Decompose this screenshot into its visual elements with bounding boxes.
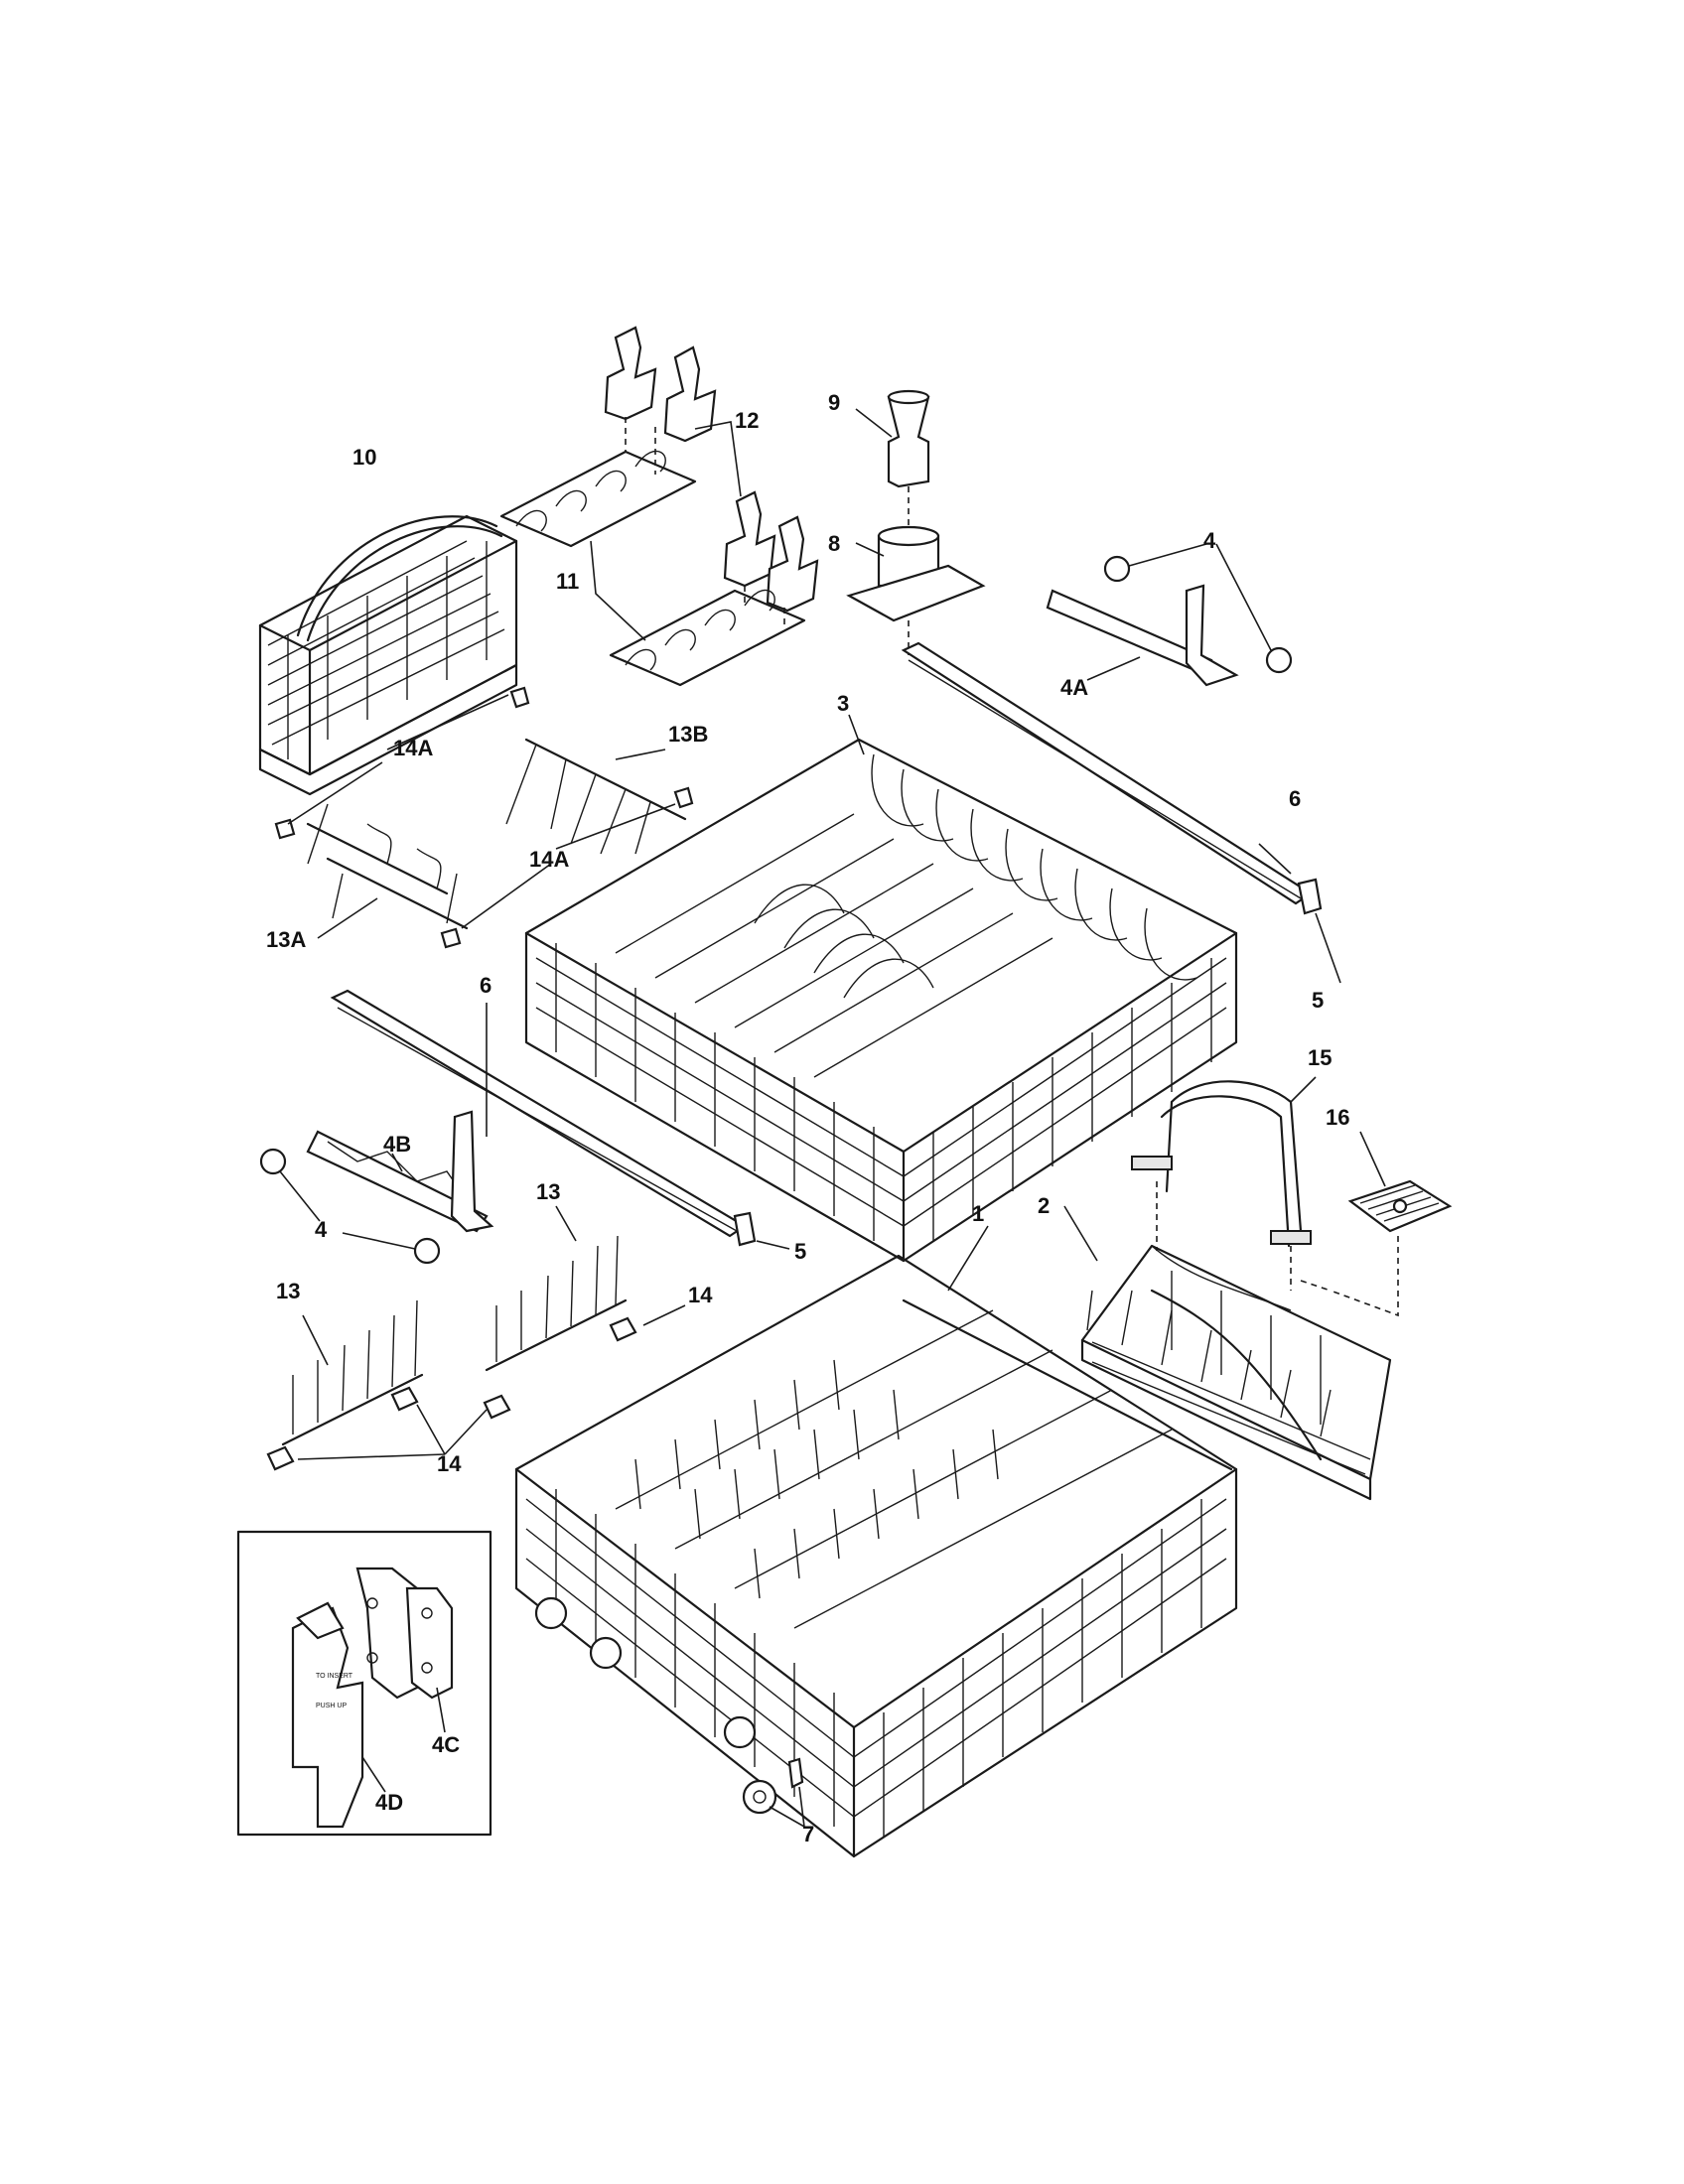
callout-13-mid: 13 (536, 1179, 560, 1204)
callout-14A-top: 14A (393, 736, 433, 760)
callout-14-right: 14 (688, 1283, 713, 1307)
callout-16: 16 (1326, 1105, 1349, 1130)
svg-text:PUSH UP: PUSH UP (316, 1703, 347, 1709)
part-6-rail-right (901, 641, 1341, 984)
part-13-tine-row-mid (485, 1205, 628, 1372)
part-14A-ends (287, 694, 676, 929)
callout-2: 2 (1038, 1193, 1050, 1218)
part-11-racks (499, 417, 806, 687)
callout-6-right: 6 (1289, 786, 1301, 811)
part-13B-tine-row (505, 686, 694, 855)
part-8-hub (846, 486, 986, 655)
callout-13-left: 13 (276, 1279, 300, 1303)
part-1-lower-rack (514, 1225, 1238, 1858)
part-6-rail-left (330, 989, 790, 1250)
part-16-tag (1330, 1131, 1453, 1317)
callout-7: 7 (802, 1822, 814, 1846)
callout-4B: 4B (383, 1132, 411, 1157)
callout-4A: 4A (1060, 675, 1088, 700)
callout-13A: 13A (266, 927, 306, 952)
callout-1: 1 (972, 1201, 984, 1226)
callout-3: 3 (837, 691, 849, 716)
svg-text:TO INSERT: TO INSERT (316, 1673, 353, 1680)
callout-5-right: 5 (1312, 988, 1324, 1013)
part-10-silverware-basket (258, 514, 518, 796)
part-14-clips (266, 1304, 686, 1471)
part-13A-tine-row (274, 803, 469, 949)
callout-10: 10 (352, 445, 376, 470)
callout-4C: 4C (432, 1732, 460, 1757)
part-2-basket (1063, 1181, 1392, 1501)
callout-4-top: 4 (1203, 528, 1216, 553)
part-4B-adjuster (259, 1110, 494, 1265)
callout-4D: 4D (375, 1790, 403, 1815)
part-12-clips (604, 326, 819, 613)
callout-14A-mid: 14A (529, 847, 569, 872)
part-13-tine-row-left (281, 1299, 424, 1446)
callout-11: 11 (556, 569, 579, 594)
callout-9: 9 (828, 390, 840, 415)
callout-6-left: 6 (480, 973, 491, 998)
part-4A-adjuster (1046, 543, 1293, 687)
callout-13B: 13B (668, 722, 708, 747)
part-3-upper-rack (524, 714, 1238, 1263)
callout-5-mid: 5 (794, 1239, 806, 1264)
callout-8: 8 (828, 531, 840, 556)
callout-15: 15 (1308, 1045, 1332, 1070)
part-15-handle (1131, 1076, 1317, 1248)
callout-12: 12 (735, 408, 759, 433)
callout-labels: 1 2 3 4 4 4A 4B 4C 4D 5 5 6 6 7 8 9 10 1… (266, 390, 1349, 1846)
inset-box: TO INSERT PUSH UP (236, 1530, 492, 1837)
callout-4-left: 4 (315, 1217, 328, 1242)
part-9-cap (855, 389, 930, 488)
callout-14-bottom: 14 (437, 1451, 462, 1476)
part-7-wheel (742, 1757, 805, 1829)
